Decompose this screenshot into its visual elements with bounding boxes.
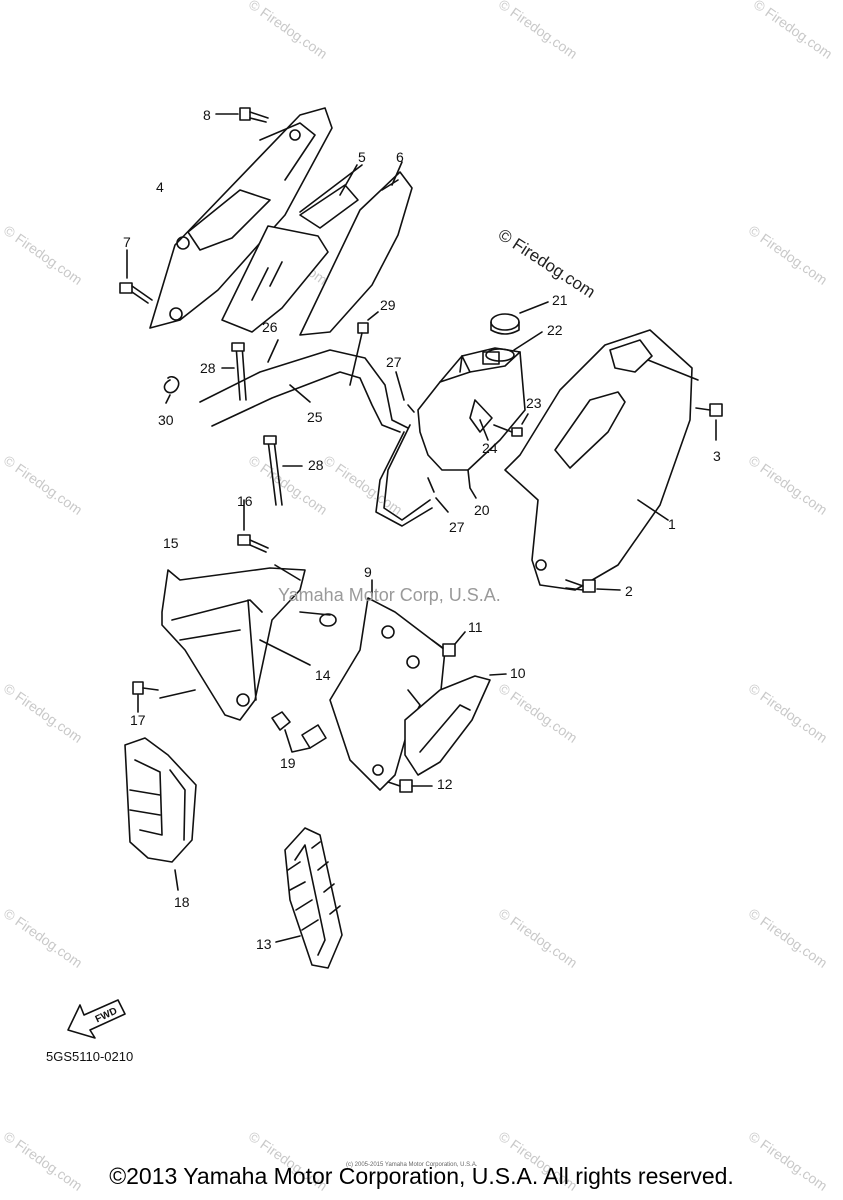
callout-22: 22 xyxy=(547,322,563,338)
joint-part-27 xyxy=(395,371,449,513)
cap-part-21 xyxy=(490,301,549,335)
shroud-part-9 xyxy=(329,579,446,791)
callout-15: 15 xyxy=(163,535,179,551)
yamaha-trademark-watermark: Yamaha Motor Corp, U.S.A. xyxy=(278,585,501,605)
shroud-part-15 xyxy=(161,564,337,721)
bolt-part-12 xyxy=(387,779,433,793)
cover-part-10 xyxy=(404,673,507,776)
fwd-arrow xyxy=(67,999,126,1039)
callout-8: 8 xyxy=(203,107,211,123)
copyright-footer: ©2013 Yamaha Motor Corporation, U.S.A. A… xyxy=(109,1163,734,1189)
gasket-part-22 xyxy=(485,331,543,362)
callout-16: 16 xyxy=(237,493,253,509)
bolt-part-11 xyxy=(431,631,466,657)
callout-23: 23 xyxy=(526,395,542,411)
callout-6: 6 xyxy=(396,149,404,165)
louver-part-13 xyxy=(275,827,343,969)
clip-part-19 xyxy=(271,711,327,753)
callout-28-upper: 28 xyxy=(200,360,216,376)
bolt-part-16 xyxy=(237,499,269,553)
clip-part-29 xyxy=(349,311,379,386)
side-cover-part-4 xyxy=(149,107,333,329)
callout-19: 19 xyxy=(280,755,296,771)
graphic-part-6 xyxy=(299,161,413,336)
callout-2: 2 xyxy=(625,583,633,599)
callout-21: 21 xyxy=(552,292,568,308)
side-cover-part-1 xyxy=(504,329,699,591)
callout-12: 12 xyxy=(437,776,453,792)
callout-14: 14 xyxy=(315,667,331,683)
hose-part-25-26 xyxy=(199,339,433,527)
bolt-part-2 xyxy=(565,579,621,593)
callout-27-lower: 27 xyxy=(449,519,465,535)
bracket-part-24 xyxy=(479,419,489,441)
clip-part-30 xyxy=(163,375,180,404)
callout-18: 18 xyxy=(174,894,190,910)
callout-26: 26 xyxy=(262,319,278,335)
bolt-part-3 xyxy=(695,403,723,441)
callout-17: 17 xyxy=(130,712,146,728)
bolt-part-7 xyxy=(119,249,153,304)
small-copyright: (c) 2005-2015 Yamaha Motor Corporation, … xyxy=(346,1162,478,1168)
callout-25: 25 xyxy=(307,409,323,425)
callout-5: 5 xyxy=(358,149,366,165)
bolt-part-23 xyxy=(493,413,529,437)
callout-28-lower: 28 xyxy=(308,457,324,473)
callout-3: 3 xyxy=(713,448,721,464)
bolt-part-8 xyxy=(215,107,269,123)
callout-4: 4 xyxy=(156,179,164,195)
callout-9: 9 xyxy=(364,564,372,580)
diagram-part-code: 5GS5110-0210 xyxy=(46,1049,134,1064)
bolt-part-17 xyxy=(132,681,196,713)
callout-30: 30 xyxy=(158,412,174,428)
guard-part-18 xyxy=(124,737,197,891)
callout-29: 29 xyxy=(380,297,396,313)
callout-7: 7 xyxy=(123,234,131,250)
callout-10: 10 xyxy=(510,665,526,681)
tank-part-20 xyxy=(417,347,526,499)
rod-part-28 xyxy=(221,342,303,506)
callout-1: 1 xyxy=(668,516,676,532)
callout-20: 20 xyxy=(474,502,490,518)
graphic-part-5 xyxy=(221,164,363,333)
callout-13: 13 xyxy=(256,936,272,952)
callout-27-upper: 27 xyxy=(386,354,402,370)
callout-24: 24 xyxy=(482,440,498,456)
callout-11: 11 xyxy=(468,619,483,635)
